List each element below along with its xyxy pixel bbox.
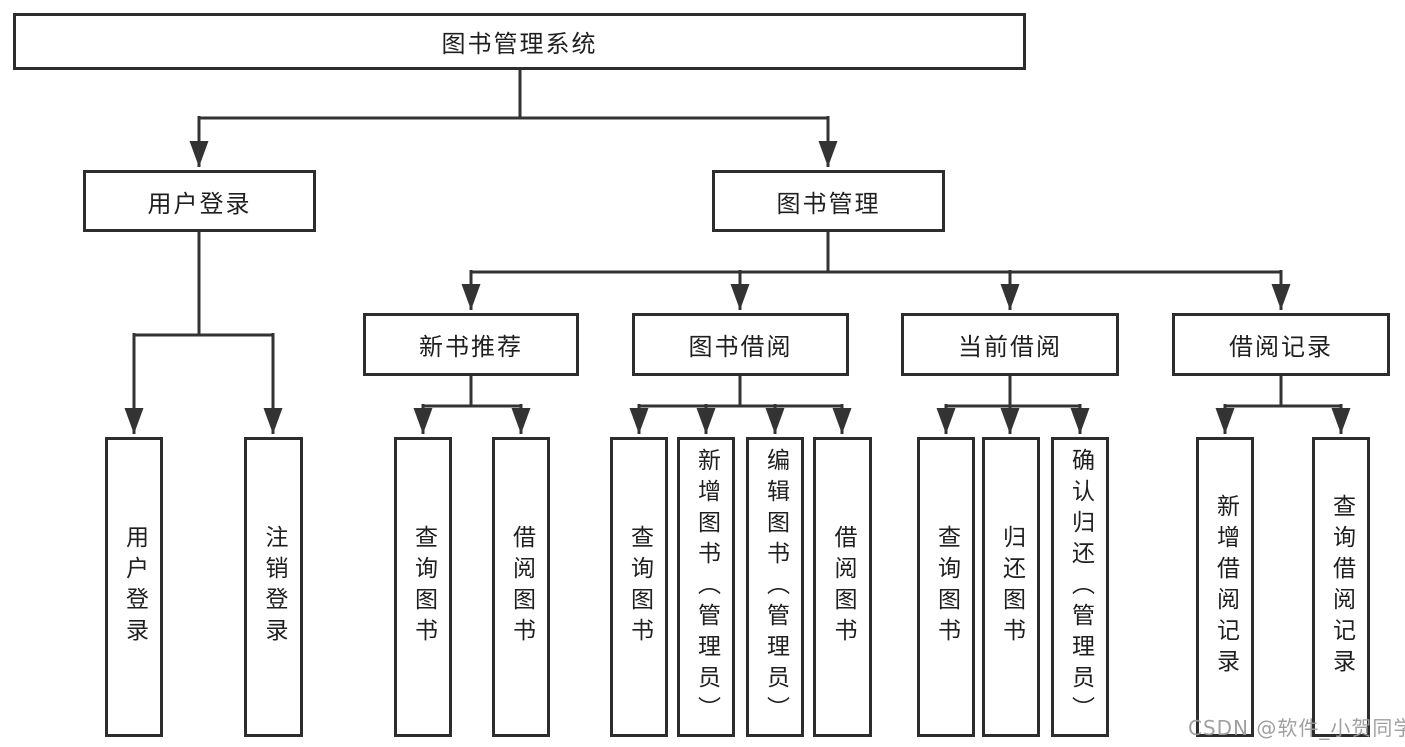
leaf-label: 用户登录: [121, 525, 148, 649]
leaf-borrow-books: 借阅图书: [813, 437, 872, 737]
leaf-user-login: 用户登录: [105, 437, 163, 737]
leaf-label: 注销登录: [261, 525, 287, 649]
leaf-borrow-books-recommend: 借阅图书: [492, 437, 550, 737]
leaf-edit-books-admin: 编辑图书（管理员）: [746, 437, 804, 737]
leaf-query-books-recommend: 查询图书: [394, 437, 452, 737]
leaf-label: 查询图书: [410, 525, 437, 649]
leaf-label: 编辑图书（管理员）: [762, 447, 789, 727]
node-library-system: 图书管理系统: [13, 13, 1026, 70]
leaf-label: 归还图书: [998, 525, 1025, 649]
leaf-label: 查询借阅记录: [1328, 494, 1355, 680]
leaf-label: 新增图书（管理员）: [693, 447, 720, 727]
leaf-confirm-return-admin: 确认归还（管理员）: [1051, 437, 1109, 737]
leaf-label: 借阅图书: [508, 525, 535, 649]
leaf-query-books-borrow: 查询图书: [610, 437, 668, 737]
node-new-book-recommend: 新书推荐: [363, 313, 579, 376]
leaf-add-borrow-record: 新增借阅记录: [1196, 437, 1254, 737]
csdn-watermark: CSDN @软件_小贺同学: [1188, 716, 1405, 740]
leaf-label: 新增借阅记录: [1212, 494, 1239, 680]
node-user-login: 用户登录: [83, 170, 316, 232]
node-borrow-records: 借阅记录: [1172, 313, 1390, 376]
leaf-logout-login: 注销登录: [244, 437, 303, 737]
node-current-borrow: 当前借阅: [901, 313, 1119, 376]
leaf-label: 查询图书: [626, 525, 653, 649]
node-book-borrow: 图书借阅: [632, 313, 849, 376]
leaf-query-books-current: 查询图书: [917, 437, 975, 737]
leaf-return-books: 归还图书: [982, 437, 1040, 737]
leaf-label: 借阅图书: [830, 525, 856, 649]
leaf-label: 确认归还（管理员）: [1067, 447, 1094, 727]
leaf-add-books-admin: 新增图书（管理员）: [677, 437, 735, 737]
leaf-label: 查询图书: [933, 525, 960, 649]
leaf-query-borrow-record: 查询借阅记录: [1312, 437, 1370, 737]
node-book-management: 图书管理: [712, 170, 945, 232]
